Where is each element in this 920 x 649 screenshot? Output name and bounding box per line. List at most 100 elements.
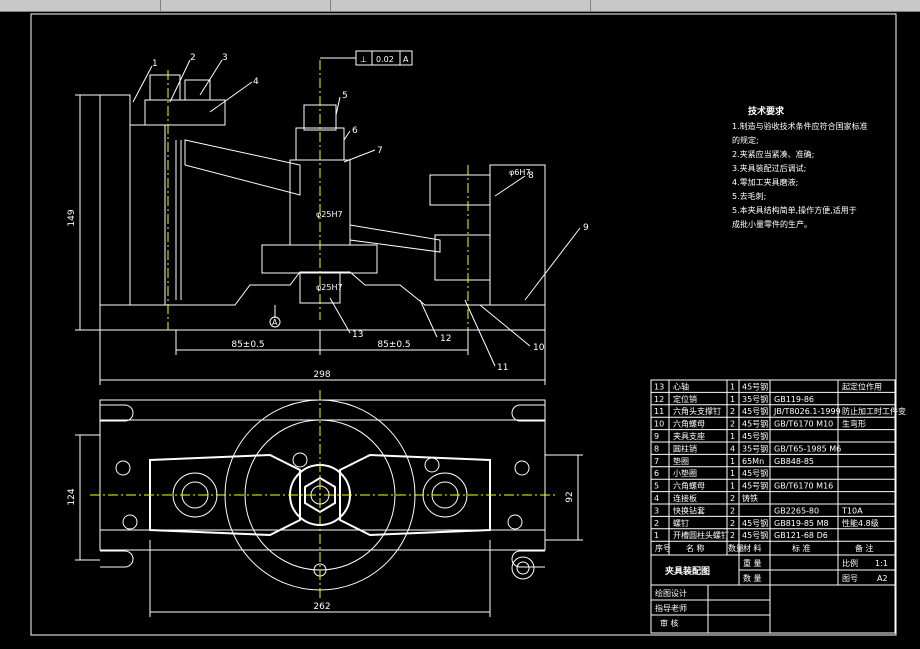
cell-qty: 1 <box>730 482 735 491</box>
cell-standard: GB119-86 <box>774 395 814 404</box>
cell-no: 2 <box>654 519 659 528</box>
cell-qty: 1 <box>730 382 735 391</box>
balloon-8: 8 <box>528 171 534 181</box>
toolbar-segment[interactable] <box>0 0 161 11</box>
cell-material: 45号钢 <box>742 431 768 441</box>
header-qty: 数量 <box>728 543 744 553</box>
cell-material: 35号钢 <box>742 394 768 404</box>
fixing-screw <box>184 79 211 101</box>
cell-remark: T10A <box>841 506 863 515</box>
slot-clamp-inner <box>516 561 530 575</box>
fixture-base <box>99 271 546 331</box>
cell-qty: 2 <box>730 494 735 503</box>
cell-no: 12 <box>654 395 664 404</box>
scale-value: 1:1 <box>875 559 888 568</box>
front-section-view <box>99 60 546 331</box>
cell-standard: GB121-68 D6 <box>774 531 828 540</box>
cell-remark: 起定位作用 <box>842 381 882 391</box>
cell-qty: 1 <box>730 469 735 478</box>
slot-bl <box>100 550 134 568</box>
cell-no: 7 <box>654 457 659 466</box>
toolbar-segment[interactable] <box>330 0 591 11</box>
scale-label: 比例 <box>842 558 858 568</box>
leader-line <box>343 149 376 163</box>
tolerance-value: 0.02 <box>376 55 394 64</box>
cell-name: 夹具支座 <box>673 431 705 441</box>
table-row: 7 垫圈 1 65Mn GB848-85 <box>654 456 814 466</box>
perpendicularity-symbol: ⊥ <box>360 55 367 64</box>
header-no: 序号 <box>655 543 671 553</box>
toolbar-segment[interactable] <box>160 0 331 11</box>
note-line: 的规定; <box>732 135 759 145</box>
bore-diameter-label: φ25H7 <box>316 283 343 292</box>
leader-line <box>132 65 153 103</box>
advisor-label: 指导老师 <box>655 603 687 613</box>
notes-heading: 技术要求 <box>748 105 785 117</box>
pin-hole <box>424 457 440 473</box>
technical-notes: 技术要求 1.制造与验收技术条件应符合国家标准 的规定; 2.夹紧应当紧凑、准确… <box>732 105 868 229</box>
cell-qty: 2 <box>730 420 735 429</box>
note-line: 成批小量零件的生产。 <box>732 219 812 229</box>
balloon-9: 9 <box>583 223 589 233</box>
top-view <box>90 390 555 600</box>
cell-name: 垫圈 <box>673 456 689 466</box>
tolerance-datum: A <box>403 55 409 64</box>
leader-line <box>329 297 351 334</box>
balloon-13: 13 <box>352 330 363 340</box>
cell-qty: 1 <box>730 432 735 441</box>
cell-no: 11 <box>654 407 664 416</box>
cell-name: 圆柱销 <box>673 443 697 453</box>
drill-plate <box>144 99 226 126</box>
note-line: 3.夹具装配过后调试; <box>732 163 806 173</box>
cell-material: 45号钢 <box>742 518 768 528</box>
connecting-plate <box>184 139 301 196</box>
cell-material: 65Mn <box>742 457 764 466</box>
cell-material: 35号钢 <box>742 443 768 453</box>
tolerance-frame: ⊥ 0.02 A <box>320 50 413 66</box>
title-block: 夹具装配图 重 量 数 量 比例 1:1 图号 A2 绘图设计 指导老师 审 核 <box>650 554 896 634</box>
right-clamp-block <box>429 174 491 206</box>
weight-label: 重 量 <box>743 558 762 568</box>
note-line: 4.零加工夹具磨液; <box>732 177 798 187</box>
pin-hole <box>507 514 523 530</box>
drawing-frame <box>30 13 897 636</box>
balloon-2: 2 <box>190 53 196 63</box>
cell-material: 45号钢 <box>742 381 768 391</box>
cell-standard: GB/T65-1985 M6 <box>774 444 841 453</box>
base-inner <box>99 419 546 531</box>
cell-name: 心轴 <box>673 381 689 391</box>
balloon-leaders <box>132 59 581 367</box>
reviewer-label: 审 核 <box>660 618 679 628</box>
pin-hole <box>115 460 131 476</box>
datum-circle <box>269 316 281 328</box>
cell-name: 六角螺母 <box>673 419 705 429</box>
cell-material: 45号钢 <box>742 406 768 416</box>
cell-no: 6 <box>654 469 659 478</box>
top-dimensions <box>75 434 583 617</box>
cell-material: 45号钢 <box>742 481 768 491</box>
designer-label: 绘图设计 <box>655 588 687 598</box>
leader-line <box>169 59 191 103</box>
title-block-frame <box>650 554 896 634</box>
header-material: 材 料 <box>743 543 762 553</box>
balloon-7: 7 <box>377 146 383 156</box>
sheet-label: 图号 <box>842 574 858 583</box>
dim-overall-front: 298 <box>313 370 330 380</box>
cell-qty: 2 <box>730 531 735 540</box>
leader-line <box>494 175 526 197</box>
cell-standard: GB848-85 <box>774 457 814 466</box>
balloon-5: 5 <box>342 91 348 101</box>
cell-qty: 1 <box>730 457 735 466</box>
cell-name: 开槽圆柱头螺钉 <box>673 530 729 540</box>
header-name: 名 称 <box>686 543 705 553</box>
row-lines <box>651 391 895 542</box>
cell-material: 45号钢 <box>742 419 768 429</box>
dim-center-top: 92 <box>565 491 575 502</box>
